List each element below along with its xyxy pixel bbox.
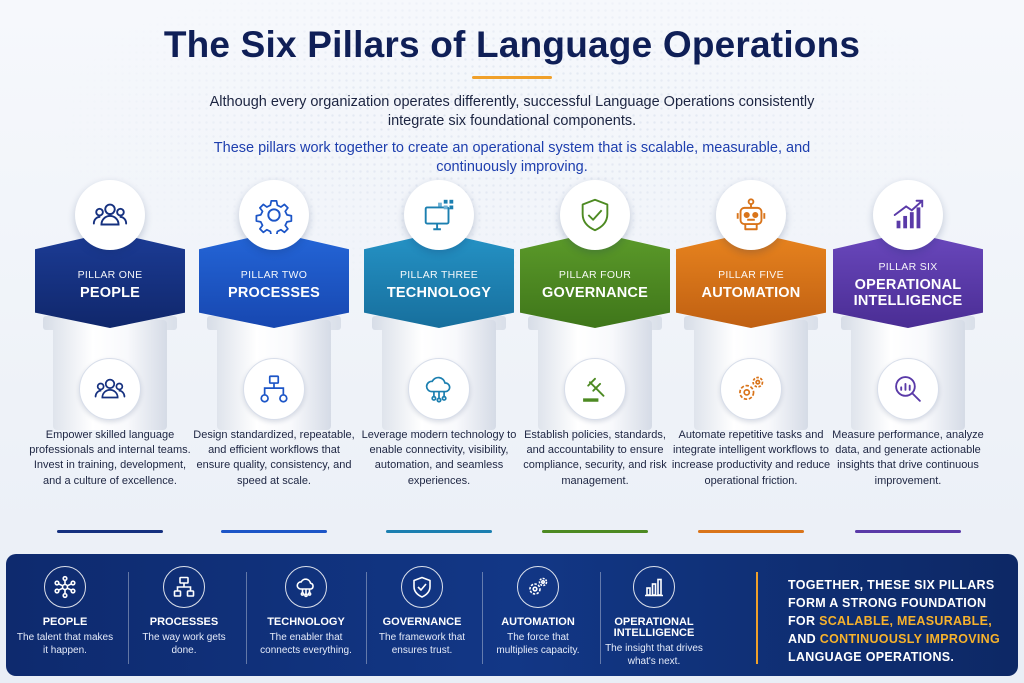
network-nodes-icon bbox=[44, 566, 86, 608]
pillar-name: GOVERNANCE bbox=[542, 285, 648, 301]
gavel-icon bbox=[564, 358, 626, 420]
footer-item-name: AUTOMATION bbox=[501, 616, 575, 628]
growth-chart-icon bbox=[873, 180, 943, 250]
footer-item-name: GOVERNANCE bbox=[382, 616, 462, 628]
footer-item-name: OPERATIONAL INTELLIGENCE bbox=[613, 616, 695, 639]
pillar-technology: PILLAR THREE TECHNOLOGY Leverage modern … bbox=[362, 180, 516, 540]
pillar-description: Measure performance, analyze data, and g… bbox=[832, 429, 984, 487]
pillar-underline bbox=[542, 530, 648, 533]
footer-divider bbox=[366, 572, 367, 664]
footer-item-automation: AUTOMATION The force that multiplies cap… bbox=[488, 566, 588, 657]
pillar-underline bbox=[221, 530, 327, 533]
footer-item-governance: GOVERNANCE The framework that ensures tr… bbox=[372, 566, 472, 657]
pillar-description: Design standardized, repeatable, and eff… bbox=[193, 429, 355, 487]
pillar-number: PILLAR THREE bbox=[399, 269, 479, 281]
footer-accent-divider bbox=[756, 572, 758, 664]
pillar-operational-intelligence: PILLAR SIX OPERATIONAL INTELLIGENCE Meas… bbox=[832, 180, 984, 540]
footer-item-name: PROCESSES bbox=[149, 616, 219, 628]
pillar-name: TECHNOLOGY bbox=[386, 285, 492, 301]
footer-summary: TOGETHER, THESE SIX PILLARS FORM A STRON… bbox=[788, 576, 1008, 666]
pillar-number: PILLAR FOUR bbox=[558, 269, 632, 281]
pillar-governance: PILLAR FOUR GOVERNANCE Establish policie… bbox=[520, 180, 670, 540]
pillar-people: PILLAR ONE PEOPLE Empower skilled langua… bbox=[29, 180, 191, 540]
shield-check-icon bbox=[560, 180, 630, 250]
footer-item-name: PEOPLE bbox=[42, 616, 88, 628]
robot-icon bbox=[716, 180, 786, 250]
workflow-icon bbox=[243, 358, 305, 420]
pillar-description: Leverage modern technology to enable con… bbox=[361, 429, 517, 487]
pillar-name: PROCESSES bbox=[227, 285, 321, 301]
footer-divider bbox=[128, 572, 129, 664]
pillar-description: Empower skilled language professionals a… bbox=[29, 429, 191, 487]
pillar-number: PILLAR ONE bbox=[77, 269, 143, 281]
pillar-number: PILLAR SIX bbox=[878, 261, 938, 273]
bar-chart-icon bbox=[633, 566, 675, 608]
page-title: The Six Pillars of Language Operations bbox=[163, 24, 861, 65]
pillar-description: Establish policies, standards, and accou… bbox=[523, 429, 667, 487]
gears-icon bbox=[517, 566, 559, 608]
footer-divider bbox=[246, 572, 247, 664]
gears-icon bbox=[720, 358, 782, 420]
computer-icon bbox=[404, 180, 474, 250]
pillar-underline bbox=[855, 530, 961, 533]
footer-item-desc: The insight that drives what's next. bbox=[605, 643, 703, 667]
footer-item-name: TECHNOLOGY bbox=[267, 616, 345, 628]
footer-item-processes: PROCESSES The way work gets done. bbox=[134, 566, 234, 657]
footer-item-desc: The talent that makes it happen. bbox=[16, 632, 114, 656]
summary-footer: PEOPLE The talent that makes it happen. … bbox=[6, 554, 1018, 676]
people-group-icon bbox=[75, 180, 145, 250]
pillar-name: PEOPLE bbox=[79, 285, 141, 301]
pillar-number: PILLAR FIVE bbox=[718, 269, 784, 281]
pillar-name: AUTOMATION bbox=[701, 285, 801, 301]
people-group-icon bbox=[79, 358, 141, 420]
footer-item-desc: The force that multiplies capacity. bbox=[496, 632, 580, 656]
pillar-automation: PILLAR FIVE AUTOMATION Automate repetiti… bbox=[672, 180, 830, 540]
pillar-name: OPERATIONAL INTELLIGENCE bbox=[853, 277, 963, 309]
footer-divider bbox=[600, 572, 601, 664]
summary-text: AND bbox=[788, 632, 820, 646]
summary-text: TOGETHER, THESE SIX PILLARS FORM A STRON… bbox=[788, 578, 995, 628]
cloud-network-icon bbox=[408, 358, 470, 420]
summary-highlight: CONTINUOUSLY IMPROVING bbox=[819, 632, 1000, 646]
cloud-network-icon bbox=[285, 566, 327, 608]
title-underline bbox=[472, 76, 552, 79]
pillar-number: PILLAR TWO bbox=[240, 269, 308, 281]
footer-item-technology: TECHNOLOGY The enabler that connects eve… bbox=[256, 566, 356, 657]
footer-divider bbox=[482, 572, 483, 664]
intro-highlight-text: These pillars work together to create an… bbox=[213, 140, 811, 175]
intro-text: Although every organization operates dif… bbox=[209, 94, 815, 129]
footer-item-operational-intelligence: OPERATIONAL INTELLIGENCE The insight tha… bbox=[604, 566, 704, 668]
workflow-icon bbox=[163, 566, 205, 608]
summary-text: LANGUAGE OPERATIONS. bbox=[788, 650, 955, 664]
pillar-banner: PILLAR TWO PROCESSES bbox=[199, 232, 349, 328]
pillar-underline bbox=[386, 530, 492, 533]
analytics-search-icon bbox=[877, 358, 939, 420]
pillar-description: Automate repetitive tasks and integrate … bbox=[671, 429, 831, 487]
pillar-processes: PILLAR TWO PROCESSES Design standardized… bbox=[193, 180, 355, 540]
gear-icon bbox=[239, 180, 309, 250]
footer-item-desc: The enabler that connects everything. bbox=[260, 632, 352, 656]
summary-highlight: SCALABLE, MEASURABLE, bbox=[819, 614, 993, 628]
footer-item-desc: The framework that ensures trust. bbox=[378, 632, 466, 656]
footer-item-people: PEOPLE The talent that makes it happen. bbox=[15, 566, 115, 657]
pillar-underline bbox=[57, 530, 163, 533]
pillar-underline bbox=[698, 530, 804, 533]
shield-check-icon bbox=[401, 566, 443, 608]
footer-item-desc: The way work gets done. bbox=[142, 632, 226, 656]
